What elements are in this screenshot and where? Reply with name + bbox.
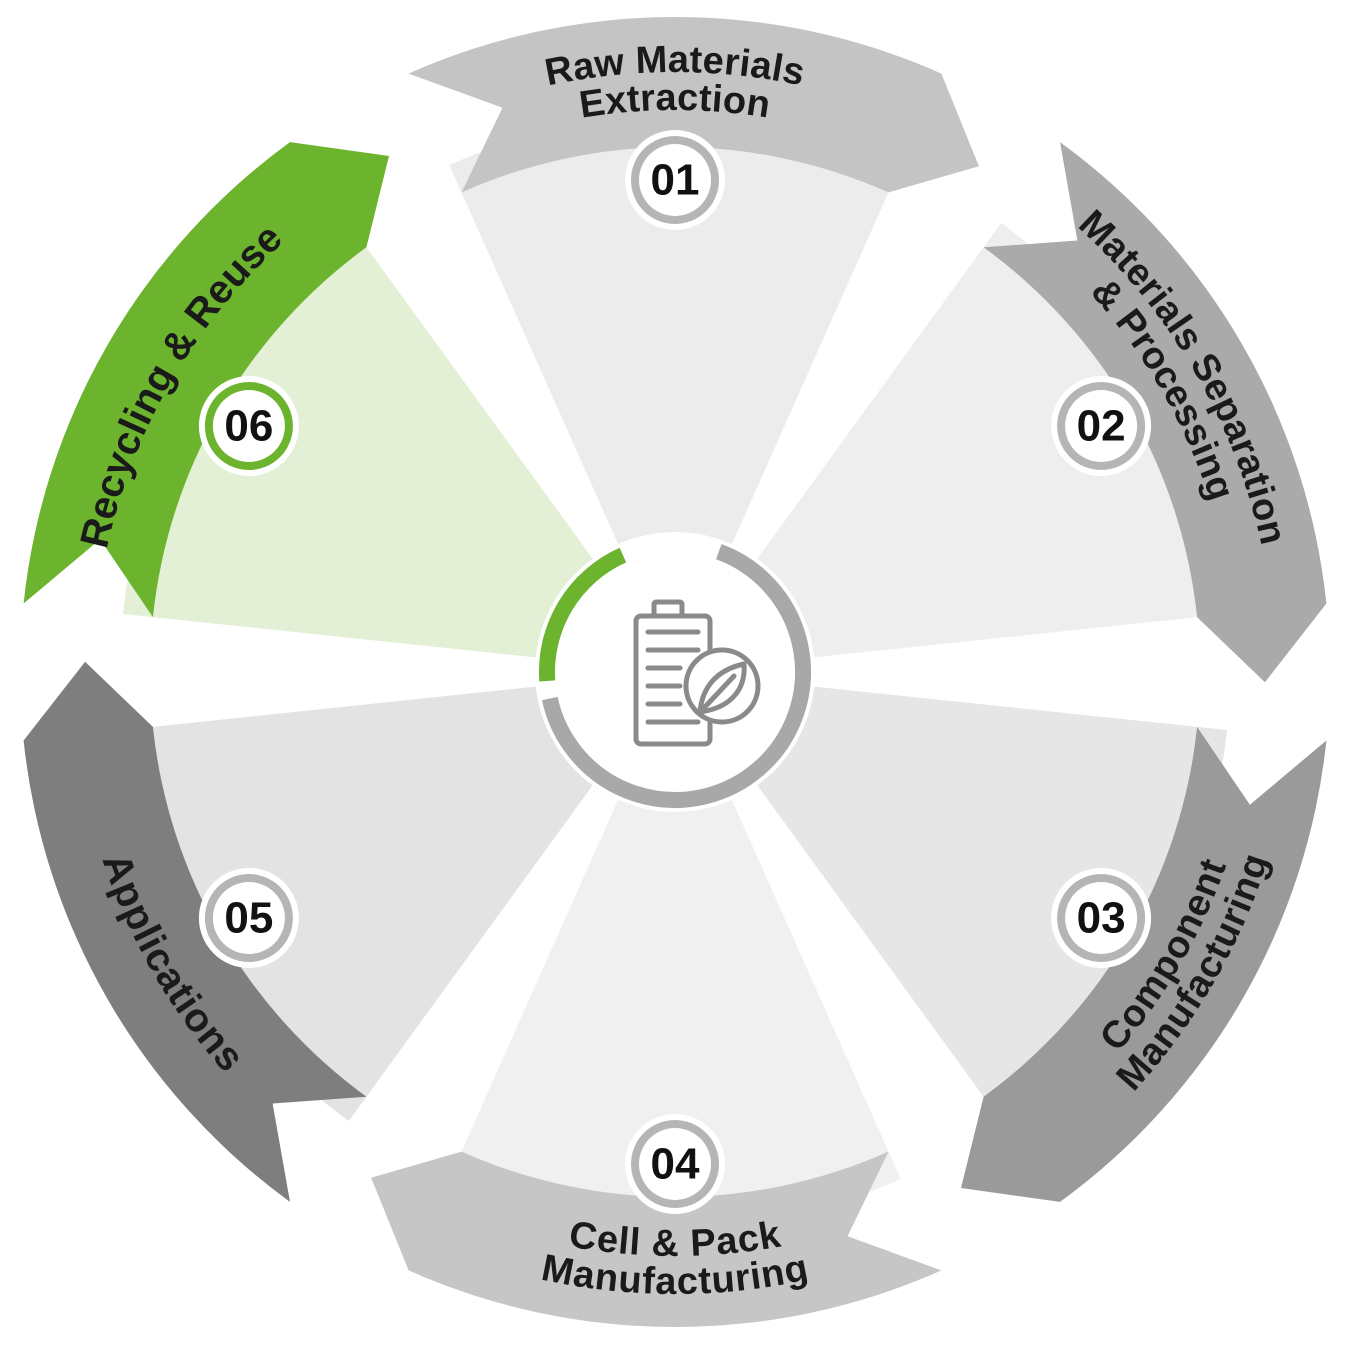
stage-badge-01: 01 xyxy=(625,130,725,230)
stage-sector-01 xyxy=(449,117,901,545)
stage-number-06: 06 xyxy=(224,402,273,451)
stage-sector-04 xyxy=(449,799,901,1227)
stage-arrow-02 xyxy=(983,142,1327,683)
stage-number-03: 03 xyxy=(1077,894,1126,943)
hub-ring-green xyxy=(538,547,627,682)
stage-badge-02: 02 xyxy=(1051,376,1152,476)
stage-badge-03: 03 xyxy=(1051,868,1152,968)
stage-number-02: 02 xyxy=(1077,402,1126,451)
stage-arrow-05 xyxy=(23,661,367,1202)
stage-arrow-06 xyxy=(23,142,389,618)
center-hub xyxy=(537,534,813,810)
stage-badges: 01 02 03 04 05 06 xyxy=(198,130,1152,1214)
stage-arrow-03 xyxy=(961,726,1327,1202)
stage-sectors xyxy=(123,117,1227,1227)
stage-ring-arrows xyxy=(23,16,1327,1328)
stage-number-04: 04 xyxy=(651,1140,700,1189)
stage-badge-06: 06 xyxy=(198,376,299,476)
stage-label-01-line-2: Extraction xyxy=(577,77,774,127)
stage-arrow-01 xyxy=(408,16,979,193)
stage-badge-05: 05 xyxy=(198,868,299,968)
stage-number-01: 01 xyxy=(651,156,700,205)
stage-badge-04: 04 xyxy=(625,1114,725,1214)
stage-arrow-04 xyxy=(371,1151,942,1328)
stage-number-05: 05 xyxy=(224,894,273,943)
battery-leaf-icon xyxy=(633,599,761,747)
